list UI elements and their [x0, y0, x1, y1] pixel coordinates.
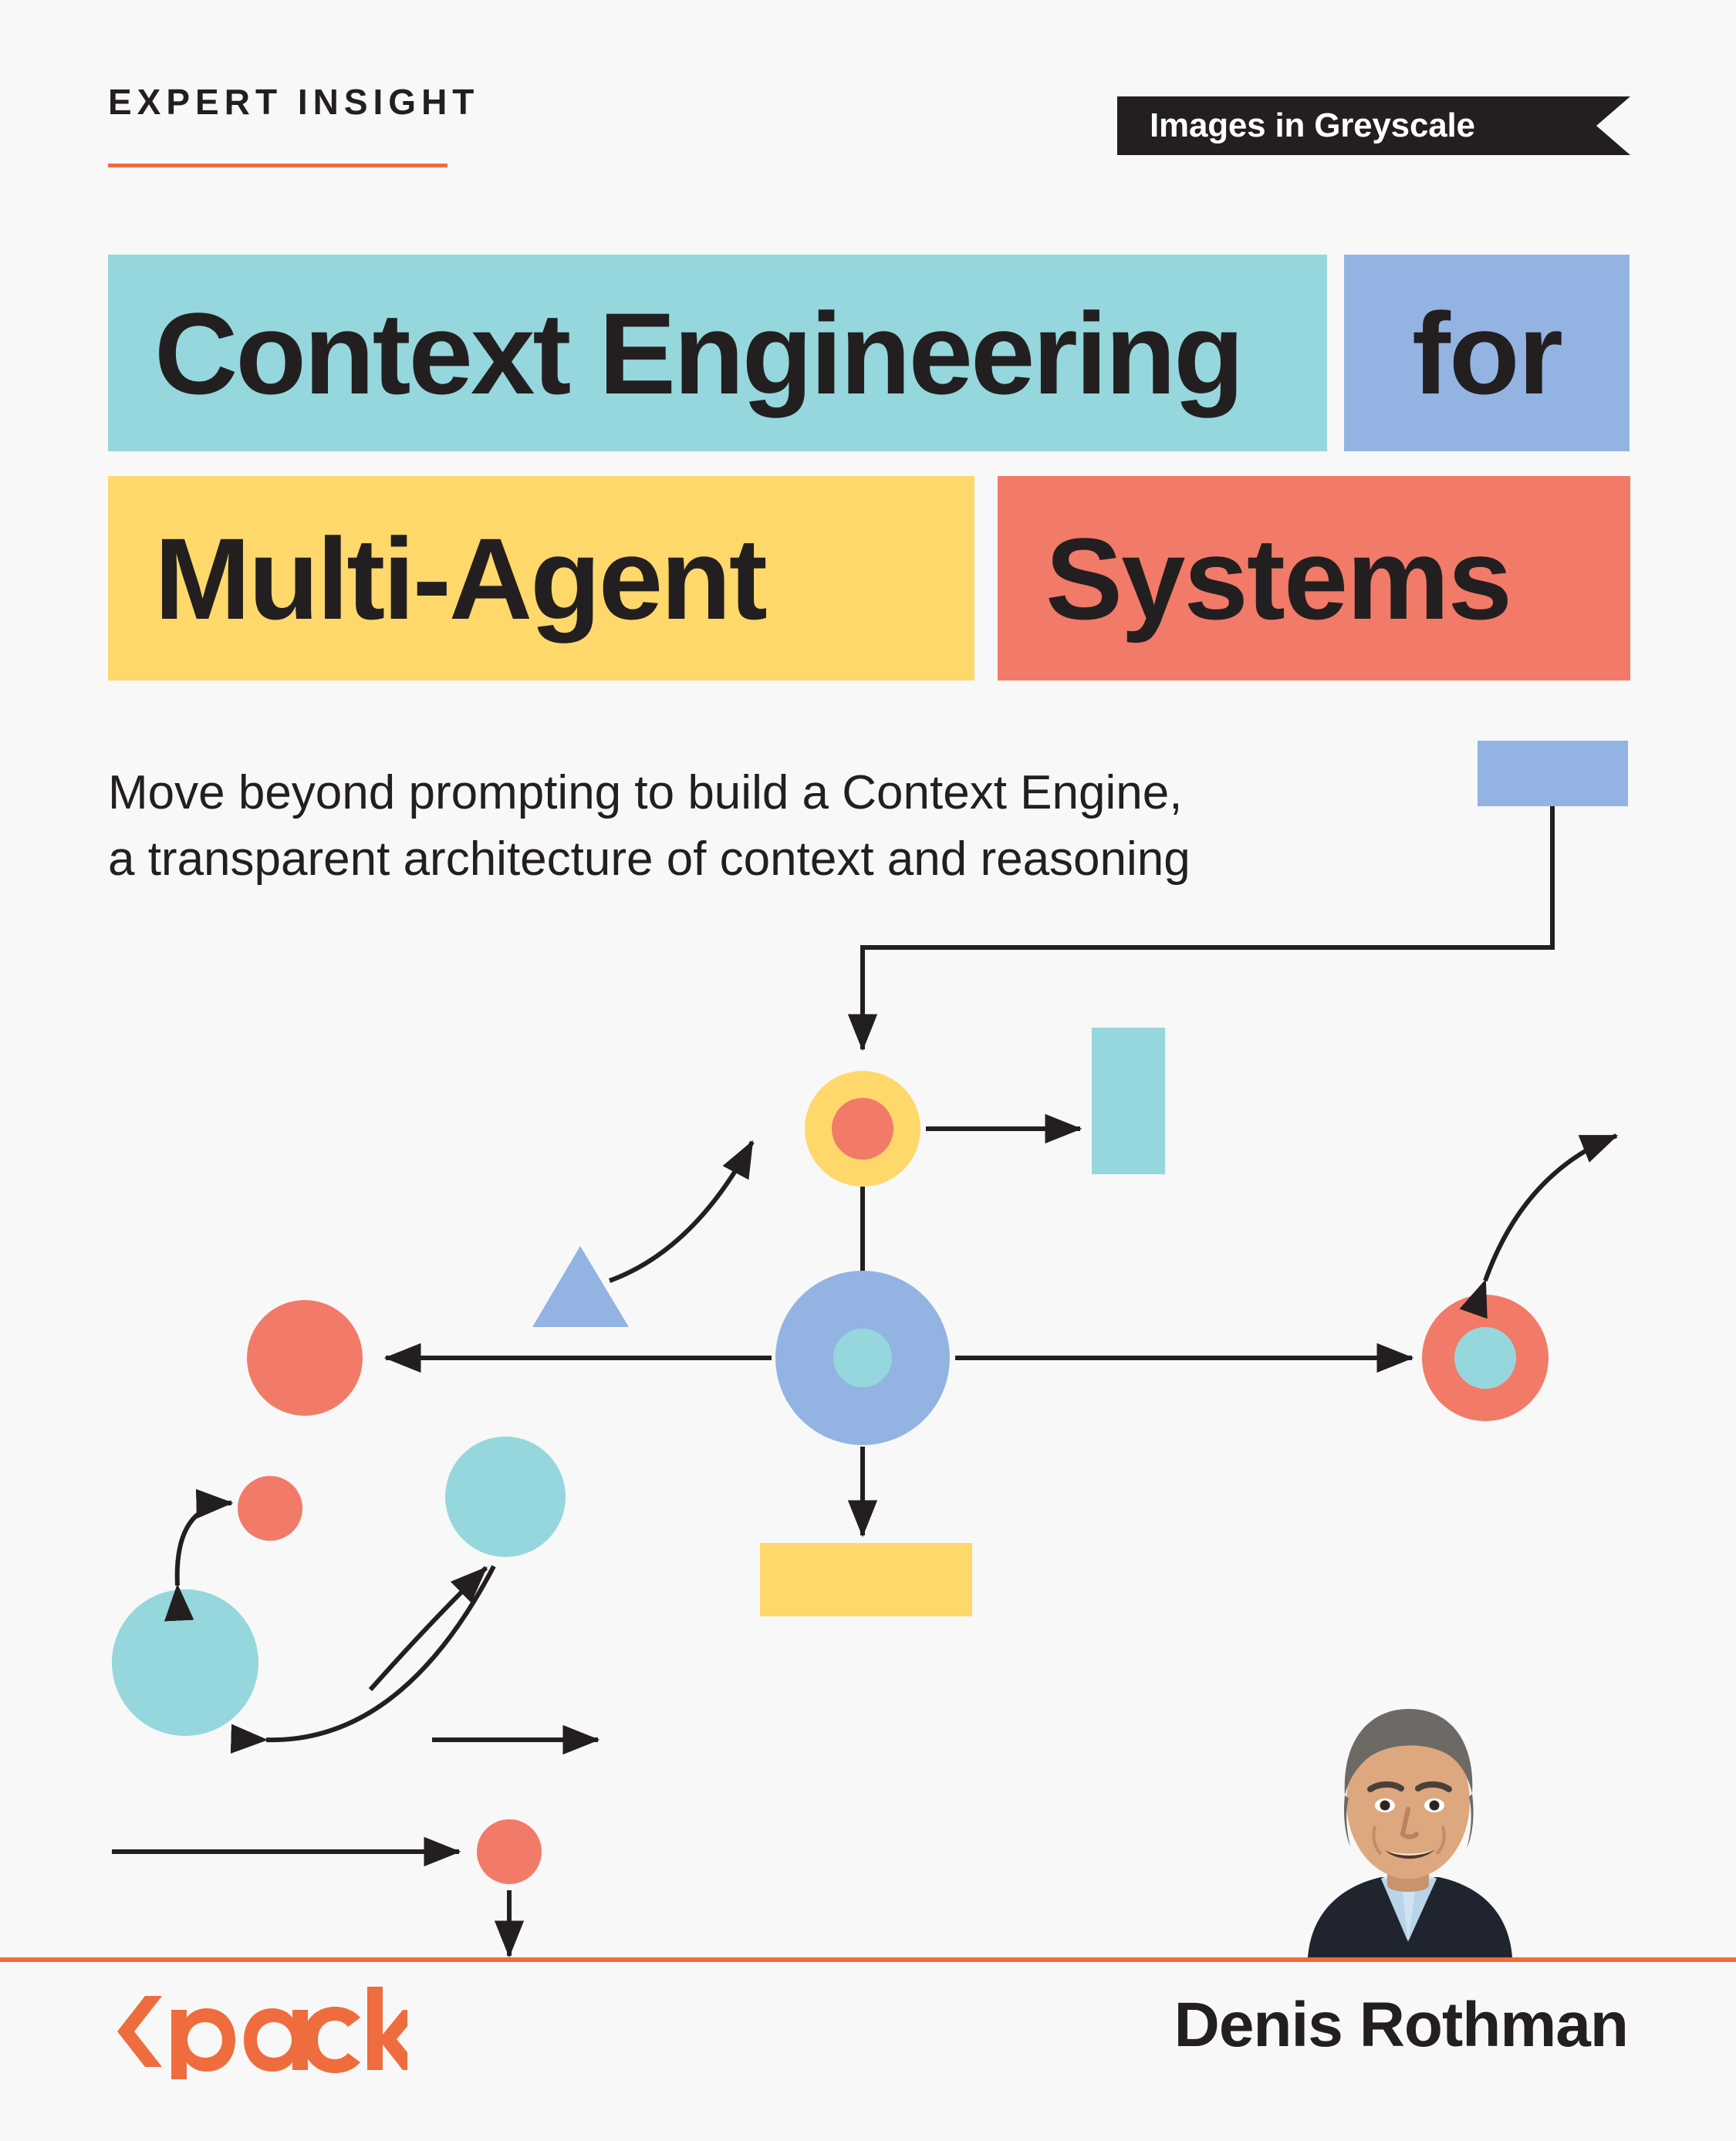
teal-circle-lower-left [112, 1589, 258, 1736]
coral-small-circle-lower [477, 1819, 542, 1884]
coral-small-circle-upper [238, 1476, 302, 1541]
subtitle-line-1: Move beyond prompting to build a Context… [108, 766, 1183, 819]
blue-triangle [532, 1246, 629, 1327]
connector-bluesquare-to-yellow-donut [847, 806, 1555, 1052]
title-block-multi-agent: Multi-Agent [108, 476, 974, 680]
title-block-for: for [1344, 255, 1630, 451]
blue-teal-hub-inner [833, 1329, 892, 1387]
coral-teal-donut-right-inner [1454, 1327, 1516, 1389]
series-label: EXPERT INSIGHT [108, 82, 480, 122]
subtitle: Move beyond prompting to build a Context… [108, 760, 1191, 892]
author-name: Denis Rothman [1174, 1990, 1629, 2060]
packt-logo [117, 1987, 407, 2079]
connector-loop-coral-small-to-teal [164, 1489, 234, 1622]
yellow-coral-donut-inner [832, 1098, 893, 1160]
author-photo [1265, 1686, 1551, 1957]
teal-circle-mid [445, 1437, 566, 1557]
blue-square-top-right [1478, 741, 1628, 806]
author-portrait-illustration [1265, 1686, 1551, 1957]
series-label-rule [108, 164, 448, 167]
footer-rule [0, 1957, 1736, 1962]
coral-circle-left [247, 1300, 363, 1416]
teal-tall-rectangle [1092, 1028, 1165, 1174]
multi-agent-diagram [112, 741, 1628, 1958]
greyscale-badge: Images in Greyscale [1117, 96, 1630, 155]
title-block-systems: Systems [998, 476, 1630, 680]
yellow-rectangle-bottom [760, 1543, 972, 1616]
connector-curved-right-donut [1459, 1133, 1619, 1319]
connector-triangle-to-yellowdonut [608, 1140, 755, 1283]
subtitle-line-2: a transparent architecture of context an… [108, 832, 1191, 886]
title-block-context-engineering: Context Engineering [108, 255, 1327, 451]
connector-tealmid-to-teal-lower-left [230, 1565, 496, 1754]
connector-to-teal-circle-mid [368, 1565, 488, 1691]
